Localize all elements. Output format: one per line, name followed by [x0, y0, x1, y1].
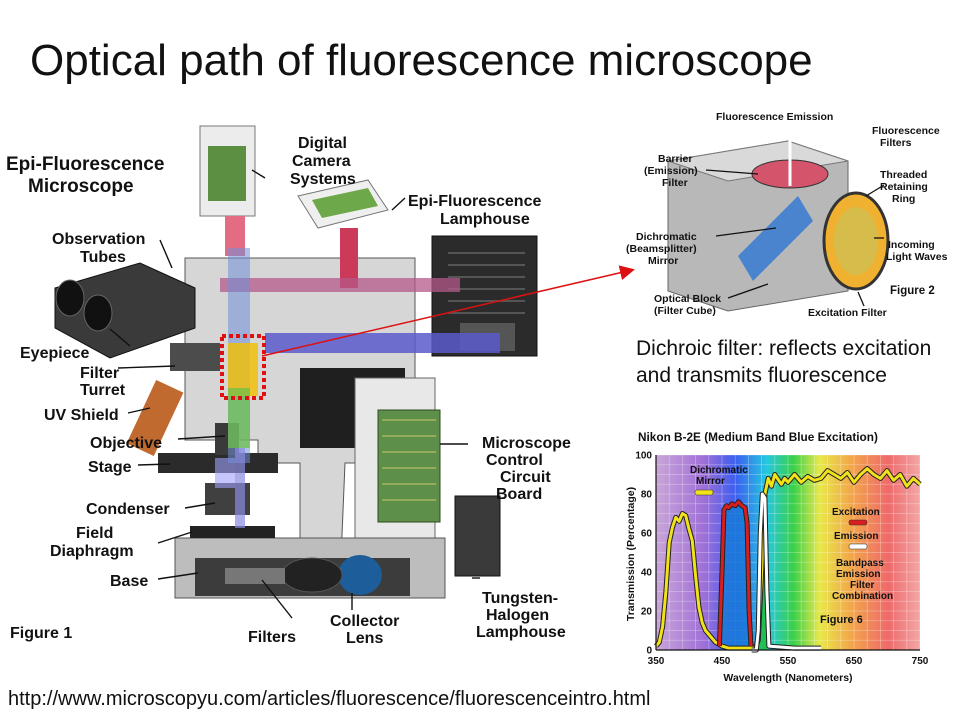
label-filter-turret-1: Filter [80, 365, 119, 382]
label-observation-tubes-2: Tubes [80, 249, 126, 266]
label-control-board-4: Board [496, 486, 542, 503]
legend-bandpass-3: Filter [850, 580, 875, 591]
label-tungsten-3: Lamphouse [476, 624, 566, 641]
dichroic-caption: Dichroic filter: reflects excitation and… [636, 337, 932, 387]
chart-axes [655, 455, 920, 651]
label-observation-tubes-1: Observation [52, 231, 145, 248]
transmission-chart: Nikon B-2E (Medium Band Blue Excitation)… [625, 430, 929, 684]
uv-shield-illustration [126, 379, 184, 457]
label-field-diaphragm-2: Diaphragm [50, 543, 134, 560]
series-line-emission [751, 492, 821, 652]
label-control-board-3: Circuit [500, 469, 551, 486]
tungsten-lamphouse-illustration [454, 495, 501, 577]
legend-emission-swatch [848, 543, 868, 550]
label-fluorescence-emission: Fluorescence Emission [716, 111, 833, 123]
legend-dichromatic-1: Dichromatic [690, 465, 748, 476]
chart-series [654, 466, 922, 653]
label-digital-camera-2: Camera [292, 153, 351, 170]
label-epi-lamphouse-1: Epi-Fluorescence [408, 193, 541, 210]
y-tick-80: 80 [641, 490, 653, 501]
label-barrier-filter-1: Barrier [658, 153, 692, 165]
slide-title: Optical path of fluorescence microscope [30, 36, 813, 85]
label-dichromatic-mirror-1: Dichromatic [636, 231, 697, 243]
label-barrier-filter-3: Filter [662, 177, 688, 189]
label-excitation-filter: Excitation Filter [808, 307, 887, 319]
dichroic-highlight-box [220, 334, 266, 400]
x-tick-450: 450 [714, 656, 731, 667]
label-stage: Stage [88, 459, 132, 476]
label-optical-block-1: Optical Block [654, 293, 721, 305]
x-tick-750: 750 [912, 656, 929, 667]
dichroic-mirror-illustration [738, 196, 813, 281]
x-tick-550: 550 [780, 656, 797, 667]
microscope-diagram: Epi-Fluorescence Microscope [6, 125, 571, 647]
label-threaded-ring-1: Threaded [880, 169, 927, 181]
legend-excitation: Excitation [832, 507, 880, 518]
fig6-label: Figure 6 [820, 614, 863, 626]
fig1-heading-line1: Epi-Fluorescence [6, 154, 164, 175]
label-epi-lamphouse-2: Lamphouse [440, 211, 530, 228]
x-tick-350: 350 [648, 656, 665, 667]
series-line-excitation [717, 500, 753, 647]
label-dichromatic-mirror-2: (Beamsplitter) [626, 243, 697, 255]
label-fluorescence-filters-2: Filters [880, 137, 912, 149]
fig1-label: Figure 1 [10, 625, 72, 642]
label-control-board-2: Control [486, 452, 543, 469]
label-threaded-ring-2: Retaining [880, 181, 928, 193]
legend-excitation-swatch [848, 519, 868, 526]
legend-bandpass-1: Bandpass [836, 558, 884, 569]
y-tick-20: 20 [641, 607, 653, 618]
y-tick-60: 60 [641, 529, 653, 540]
label-barrier-filter-2: (Emission) [644, 165, 698, 177]
label-objective: Objective [90, 435, 162, 452]
chart-title: Nikon B-2E (Medium Band Blue Excitation) [638, 430, 878, 444]
legend-emission: Emission [834, 531, 878, 542]
fig2-label: Figure 2 [890, 285, 935, 297]
label-field-diaphragm-1: Field [76, 525, 113, 542]
label-incoming-light-2: Light Waves [886, 251, 948, 263]
label-digital-camera-1: Digital [298, 135, 347, 152]
x-axis-label: Wavelength (Nanometers) [723, 672, 852, 684]
legend-dichromatic-2: Mirror [696, 476, 725, 487]
label-collector-lens-1: Collector [330, 613, 399, 630]
label-base: Base [110, 573, 148, 590]
label-filters: Filters [248, 629, 296, 646]
label-collector-lens-2: Lens [346, 630, 383, 647]
legend-bandpass-4: Combination [832, 591, 893, 602]
label-tungsten-1: Tungsten- [482, 590, 558, 607]
filter-cube-diagram: Fluorescence Emission Fluorescence Filte… [626, 111, 948, 319]
label-control-board-1: Microscope [482, 435, 571, 452]
chart-ticks: 350 450 550 650 750 0 20 40 60 80 100 [635, 451, 928, 668]
circuit-board-illustration [377, 409, 441, 523]
label-fluorescence-filters-1: Fluorescence [872, 125, 940, 137]
source-url[interactable]: http://www.microscopyu.com/articles/fluo… [8, 688, 651, 710]
label-tungsten-2: Halogen [486, 607, 549, 624]
label-optical-block-2: (Filter Cube) [654, 305, 716, 317]
label-filter-turret-2: Turret [80, 382, 126, 399]
collector-lens-illustration [338, 555, 382, 595]
y-axis-label: Transmission (Percentage) [625, 487, 637, 621]
y-tick-0: 0 [646, 646, 652, 657]
label-digital-camera-3: Systems [290, 171, 356, 188]
y-tick-100: 100 [635, 451, 652, 462]
y-tick-40: 40 [641, 568, 653, 579]
label-threaded-ring-3: Ring [892, 193, 915, 205]
field-diaphragm-illustration [190, 526, 275, 538]
label-eyepiece: Eyepiece [20, 345, 89, 362]
fig1-heading-line2: Microscope [28, 176, 134, 197]
filter-cube-illustration [667, 126, 890, 312]
filter-turret-illustration [170, 343, 220, 371]
label-uv-shield: UV Shield [44, 407, 119, 424]
x-tick-650: 650 [846, 656, 863, 667]
legend-bandpass-2: Emission [836, 569, 880, 580]
excitation-band-fill [719, 501, 752, 650]
eyepiece-illustration [54, 262, 196, 457]
legend-dichromatic-swatch [694, 489, 714, 496]
filters-illustration [225, 568, 285, 584]
label-incoming-light-1: Incoming [888, 239, 935, 251]
label-dichromatic-mirror-3: Mirror [648, 255, 678, 267]
label-condenser: Condenser [86, 501, 170, 518]
